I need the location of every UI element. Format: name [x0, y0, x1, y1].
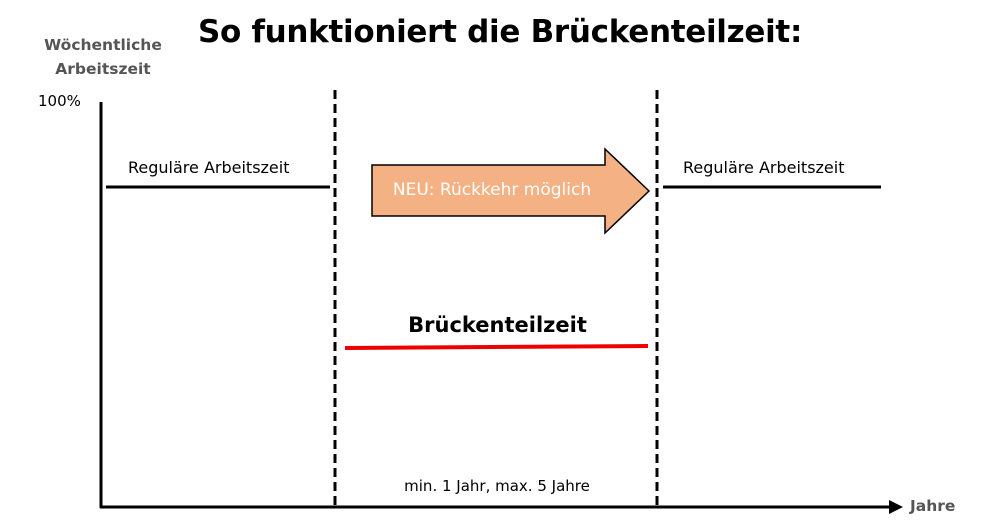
regular-time-label-before: Reguläre Arbeitszeit	[128, 158, 290, 177]
y-axis-label-line2: Arbeitszeit	[55, 60, 151, 78]
bridge-part-time-label: Brückenteilzeit	[408, 313, 587, 337]
return-possible-label: NEU: Rückkehr möglich	[392, 180, 592, 200]
x-axis-label: Jahre	[910, 497, 956, 515]
y-axis-tick-100: 100%	[38, 92, 81, 110]
y-axis-label: Wöchentliche Arbeitszeit	[18, 33, 188, 81]
diagram-title: So funktioniert die Brückenteilzeit:	[197, 14, 803, 50]
bridge-duration-label: min. 1 Jahr, max. 5 Jahre	[404, 477, 590, 495]
return-possible-arrow	[371, 147, 651, 235]
bridge-part-time-line	[344, 344, 649, 350]
x-axis-arrowhead	[889, 500, 903, 514]
regular-time-label-after: Reguläre Arbeitszeit	[683, 158, 845, 177]
y-axis-label-line1: Wöchentliche	[44, 36, 162, 54]
